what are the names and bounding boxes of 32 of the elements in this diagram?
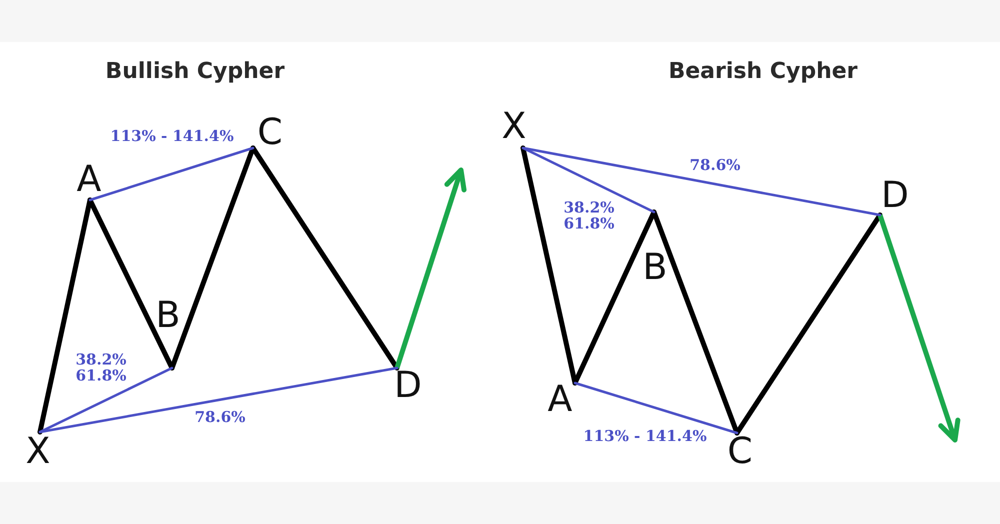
point-label: A <box>76 166 102 194</box>
ratio-line <box>38 366 174 434</box>
ratio-label: 113% - 141.4% <box>110 129 234 145</box>
point-label: C <box>257 119 283 147</box>
ratio-label: 113% - 141.4% <box>583 429 707 445</box>
ratio-label: 38.2% 61.8% <box>564 200 614 232</box>
trend-arrow <box>878 214 960 442</box>
price-swing-line <box>572 210 656 386</box>
point-label: X <box>26 438 50 466</box>
chart-title: Bullish Cypher <box>105 60 285 84</box>
price-swing-line <box>652 210 740 436</box>
price-swing-line <box>88 198 174 370</box>
point-label: D <box>881 182 909 210</box>
chart-title: Bearish Cypher <box>668 60 858 84</box>
point-label: A <box>548 386 572 414</box>
ratio-line <box>38 366 398 434</box>
point-label: X <box>502 113 526 141</box>
ratio-label: 38.2% 61.8% <box>76 352 126 384</box>
price-swing-line <box>734 212 882 436</box>
point-label: B <box>156 302 180 330</box>
ratio-line <box>522 146 656 214</box>
ratio-label: 78.6% <box>194 410 246 426</box>
ratio-line <box>88 146 254 202</box>
point-label: D <box>394 372 422 400</box>
price-swing-line <box>170 146 256 370</box>
ratio-label: 78.6% <box>690 158 740 174</box>
point-label: C <box>727 438 753 466</box>
point-label: B <box>642 254 668 282</box>
price-swing-line <box>250 146 400 370</box>
ratio-line <box>522 146 882 216</box>
trend-arrow <box>394 168 467 369</box>
ratio-line <box>574 382 738 434</box>
